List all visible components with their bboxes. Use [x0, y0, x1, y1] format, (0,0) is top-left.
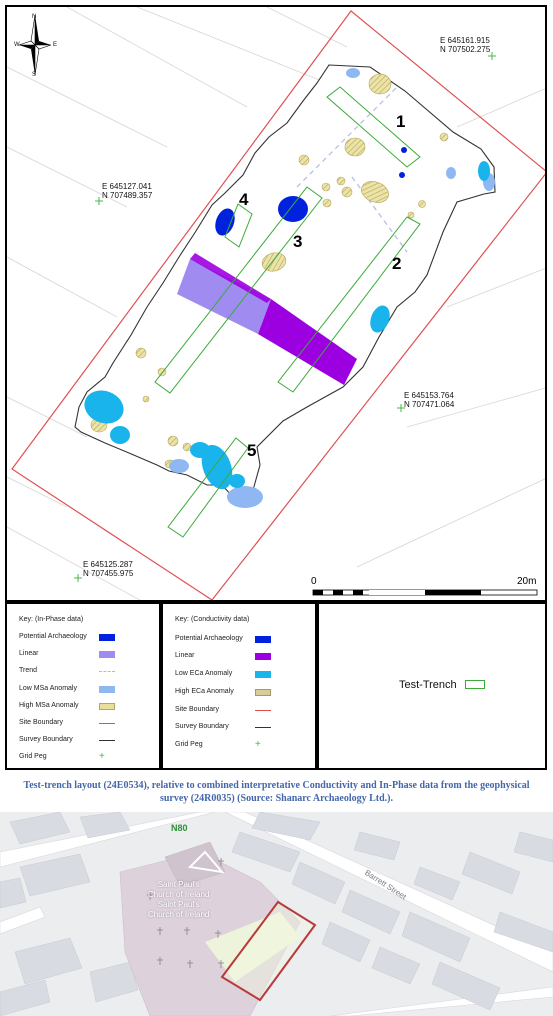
trench-number-2: 2: [392, 254, 402, 273]
linear-anomaly-conductivity: [258, 299, 357, 385]
grid-peg-icon: +: [99, 751, 105, 762]
grid-pegs: [74, 52, 496, 582]
grid-peg: [74, 574, 82, 582]
site-boundary-swatch: [255, 710, 271, 711]
test-trench-1: [326, 86, 421, 168]
high-msa-swatch: [99, 703, 115, 710]
grid-peg-icon: +: [255, 739, 261, 750]
trend-swatch: [99, 671, 115, 672]
north-label: N: [32, 14, 37, 20]
legend-item: Grid Peg +: [175, 739, 261, 750]
test-trench-4: [224, 203, 253, 248]
grid-peg: [488, 52, 496, 60]
legend-conductivity: Key: (Conductivity data) Potential Archa…: [161, 602, 317, 770]
legend-inphase: Key: (In-Phase data) Potential Archaeolo…: [5, 602, 161, 770]
high-eca-swatch: [255, 689, 271, 696]
low-eca-anomalies: [84, 161, 490, 490]
legend-item: Low ECa Anomaly: [175, 669, 315, 681]
trench-number-5: 5: [247, 441, 257, 460]
legend-item: Survey Boundary: [175, 722, 315, 734]
test-trench-label: Test-Trench: [399, 679, 457, 691]
survey-boundary-swatch: [255, 727, 271, 728]
scale-end-label: 20m: [517, 576, 537, 587]
linear-anomaly-inphase: [177, 259, 271, 334]
low-msa-anomalies: [169, 68, 495, 508]
survey-boundary: [74, 64, 496, 502]
site-boundary-swatch: [99, 723, 115, 724]
potential-archaeology-swatch: [255, 636, 271, 643]
grid-peg: [95, 197, 103, 205]
potential-archaeology: [215, 147, 407, 236]
cadastral-lines: [7, 7, 545, 600]
test-trench-3: [154, 186, 323, 394]
linear-swatch: [255, 653, 271, 660]
scale-bar: [312, 589, 538, 596]
trench-number-3: 3: [293, 232, 303, 251]
legend-item: Potential Archaeology: [175, 634, 315, 646]
survey-map-drawing: [7, 7, 545, 600]
legend-item: Site Boundary: [175, 705, 315, 717]
legend-item: Linear: [19, 649, 159, 661]
north-arrow: [18, 14, 52, 76]
test-trench-5: [167, 437, 249, 538]
low-msa-swatch: [99, 686, 115, 693]
linear-swatch: [99, 651, 115, 658]
potential-archaeology-swatch: [99, 634, 115, 641]
low-eca-swatch: [255, 671, 271, 678]
west-label: W: [14, 42, 20, 48]
site-boundary: [11, 10, 545, 600]
legend-item: High MSa Anomaly: [19, 701, 159, 713]
scale-start-label: 0: [311, 576, 317, 587]
street-map: [0, 812, 553, 1016]
trench-number-4: 4: [239, 190, 249, 209]
east-label: E: [53, 42, 58, 48]
linear-anomaly-top: [190, 253, 271, 303]
test-trenches: [154, 86, 421, 538]
legend-item: Potential Archaeology: [19, 632, 159, 644]
road-label: N80: [171, 823, 188, 833]
legend-conductivity-title: Key: (Conductivity data): [175, 616, 250, 623]
legend-item: Trend: [19, 666, 159, 678]
trench-number-1: 1: [396, 112, 406, 131]
site-outline: [220, 900, 317, 1002]
test-trench-2: [277, 216, 421, 393]
legend-inphase-title: Key: (In-Phase data): [19, 616, 84, 623]
south-label: S: [32, 72, 37, 78]
legend-trench: Test-Trench: [317, 602, 547, 770]
legend-item: Linear: [175, 651, 315, 663]
trend-lines: [296, 86, 408, 253]
survey-boundary-swatch: [99, 740, 115, 741]
figure-caption: Test-trench layout (24E0534), relative t…: [23, 780, 530, 804]
legend-item: Low MSa Anomaly: [19, 684, 159, 696]
legend-item: Grid Peg +: [19, 751, 105, 762]
legend-item: Site Boundary: [19, 718, 159, 730]
legend-item: High ECa Anomaly: [175, 687, 315, 699]
church-label: Saint Paul's Church of Ireland Saint Pau…: [148, 880, 210, 919]
test-trench-swatch: [465, 680, 485, 689]
grid-peg: [397, 404, 405, 412]
street-map-drawing: [0, 812, 553, 1016]
legend-item: Survey Boundary: [19, 735, 159, 747]
